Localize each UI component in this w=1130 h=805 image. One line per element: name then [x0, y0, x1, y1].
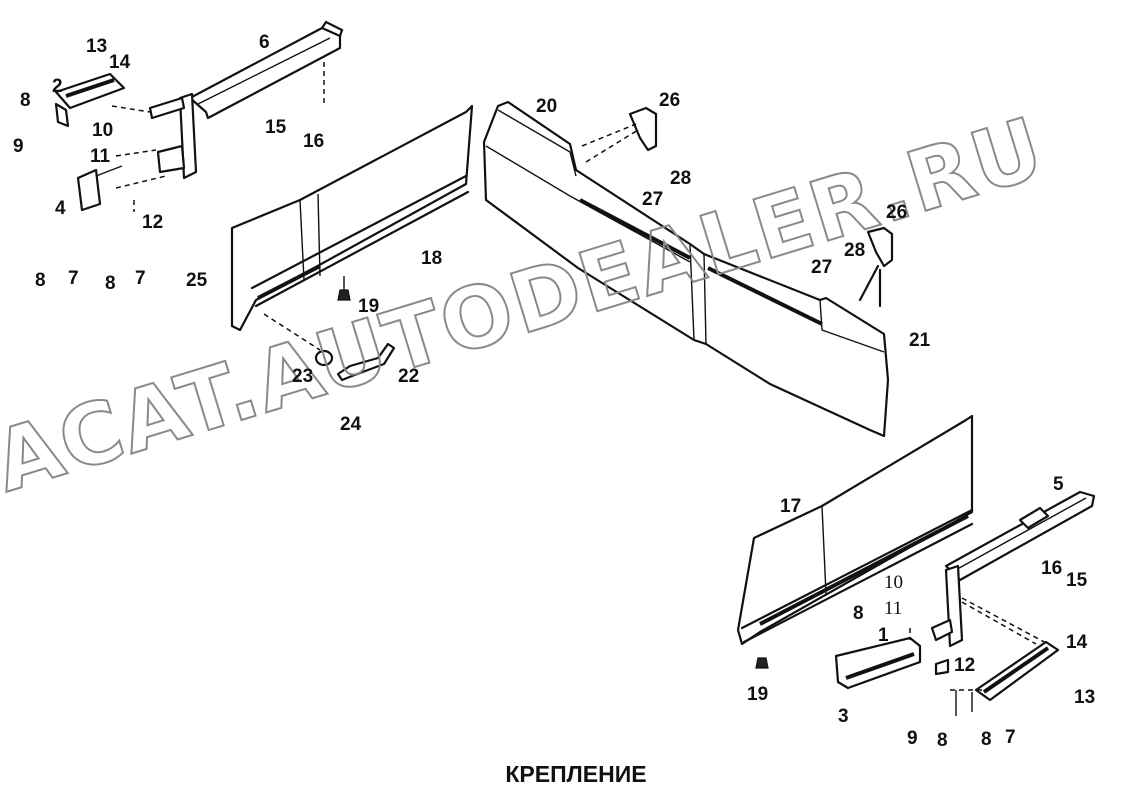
- lower-right-bracket-assembly: [834, 490, 1096, 716]
- part-2-plate: [54, 72, 126, 110]
- upper-left-bracket-assembly: [54, 20, 344, 212]
- part-19-clip-right: [755, 657, 769, 669]
- callout-15: 15: [265, 117, 287, 138]
- callout-7: 7: [68, 268, 79, 289]
- part-18-panel: [230, 104, 474, 382]
- callout-14: 14: [109, 52, 131, 73]
- callout-5: 5: [1053, 474, 1064, 495]
- callout-9: 9: [907, 728, 918, 749]
- callout-3: 3: [838, 706, 849, 727]
- callout-20: 20: [536, 96, 557, 117]
- part-4-bracket: [76, 168, 102, 212]
- callout-21: 21: [909, 330, 931, 351]
- callout-13: 13: [86, 36, 107, 57]
- diagram-caption: КРЕПЛЕНИЕ: [505, 761, 646, 787]
- callout-labels: 13 14 6 2 8 9 10 11 4 12 15 16 8 7 8 7 2…: [13, 32, 1095, 751]
- callout-24: 24: [340, 414, 362, 435]
- callout-17: 17: [780, 496, 801, 517]
- callout-8: 8: [853, 603, 864, 624]
- callout-11: 11: [90, 146, 111, 167]
- part-23-plug: [314, 349, 334, 367]
- callout-2: 2: [52, 76, 63, 97]
- callout-28: 28: [670, 168, 691, 189]
- callout-7: 7: [135, 268, 146, 289]
- callout-19: 19: [358, 296, 379, 317]
- part-17-panel: [736, 414, 974, 669]
- callout-14: 14: [1066, 632, 1088, 653]
- callout-15: 15: [1066, 570, 1088, 591]
- part-18-panel-body: [230, 104, 474, 332]
- callout-22: 22: [398, 366, 419, 387]
- callout-26: 26: [886, 202, 907, 223]
- callout-18: 18: [421, 248, 442, 269]
- part-19-clip-left: [337, 289, 351, 301]
- part-20-panel: [482, 100, 890, 438]
- callout-1: 1: [878, 625, 889, 646]
- callout-9: 9: [13, 136, 24, 157]
- part-26-bracket-upper: [628, 106, 658, 152]
- callout-7: 7: [1005, 727, 1016, 748]
- part-22-clamp: [336, 342, 396, 382]
- callout-11: 11: [884, 598, 902, 619]
- callout-8: 8: [937, 730, 948, 751]
- callout-6: 6: [259, 32, 270, 53]
- callout-4: 4: [55, 198, 66, 219]
- callout-16: 16: [1041, 558, 1062, 579]
- callout-23: 23: [292, 366, 313, 387]
- callout-26: 26: [659, 90, 680, 111]
- callout-27: 27: [642, 189, 663, 210]
- center-long-panel-assembly: [482, 100, 894, 438]
- callout-8: 8: [35, 270, 46, 291]
- callout-19: 19: [747, 684, 768, 705]
- callout-28: 28: [844, 240, 865, 261]
- callout-13: 13: [1074, 687, 1095, 708]
- callout-8: 8: [105, 273, 116, 294]
- part-26-bracket-right: [866, 226, 894, 268]
- callout-27: 27: [811, 257, 832, 278]
- callout-12: 12: [954, 655, 975, 676]
- part-17-panel-body: [736, 414, 974, 646]
- callout-8: 8: [20, 90, 31, 111]
- callout-8: 8: [981, 729, 992, 750]
- callout-12: 12: [142, 212, 163, 233]
- callout-10: 10: [92, 120, 113, 141]
- callout-10: 10: [884, 572, 903, 593]
- callout-16: 16: [303, 131, 324, 152]
- callout-25: 25: [186, 270, 208, 291]
